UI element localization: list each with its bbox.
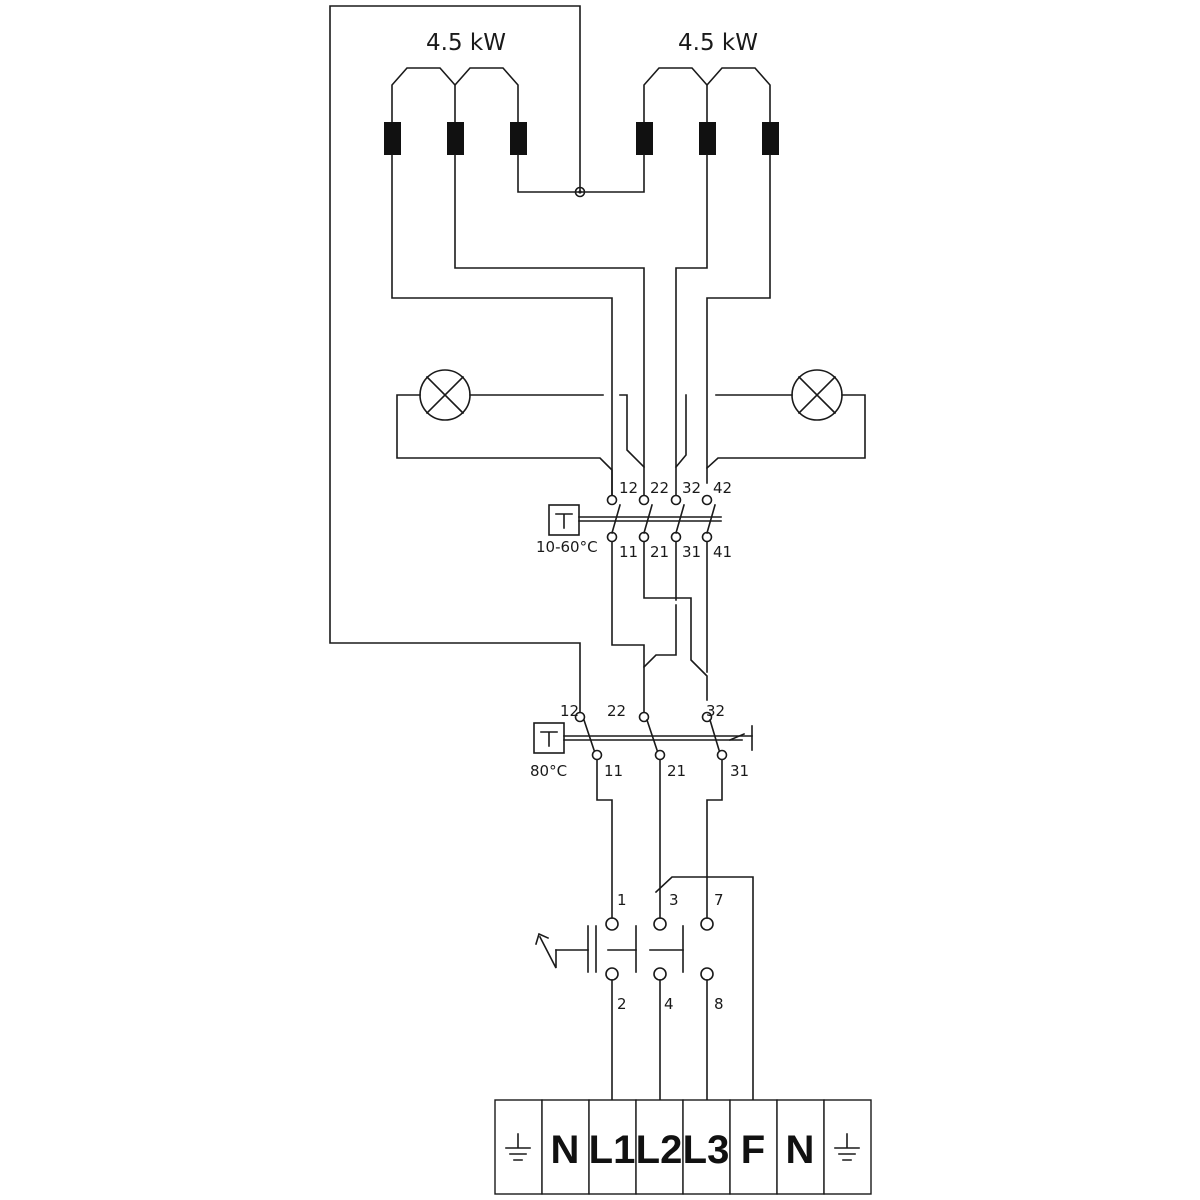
contactor-to-terminal-wiring <box>611 979 708 1101</box>
terminal-n-right <box>776 1099 825 1195</box>
contact-32: 32 <box>682 479 701 497</box>
contact-22: 22 <box>650 479 669 497</box>
heater-element-2 <box>447 122 464 155</box>
terminal-label-l3: L3 <box>683 1128 730 1172</box>
safety-contact-31: 31 <box>730 762 749 780</box>
heater-element-6 <box>762 122 779 155</box>
contact-12: 12 <box>619 479 638 497</box>
terminal-label-l1: L1 <box>589 1128 636 1172</box>
contactor-contact-4: 4 <box>664 995 674 1013</box>
safety-contact-12: 12 <box>560 702 579 720</box>
heater-element-1 <box>384 122 401 155</box>
ground-icon <box>505 1133 531 1161</box>
safety-limit-label: 80°C <box>530 762 567 780</box>
terminal-label-l2: L2 <box>636 1128 683 1172</box>
heater-leads <box>391 154 771 496</box>
right-heater-power-label: 4.5 kW <box>678 30 758 56</box>
heater-bank: 4.5 kW 4.5 kW <box>384 30 779 155</box>
terminal-block: N L1 L2 L3 F N <box>494 1099 872 1195</box>
contact-21: 21 <box>650 543 669 561</box>
terminal-label-n-right: N <box>786 1128 815 1172</box>
safety-contact-22: 22 <box>607 702 626 720</box>
manual-actuator-icon <box>535 932 557 969</box>
thermostat-adjust-knob-icon <box>548 504 580 536</box>
terminal-label-f: F <box>741 1128 765 1172</box>
star-junction-dot <box>578 190 582 194</box>
heater-element-5 <box>699 122 716 155</box>
safety-thermostat: 12 22 32 11 21 31 80°C <box>530 702 753 780</box>
terminal-l1 <box>588 1099 637 1195</box>
adjustable-thermostat: 12 22 32 42 11 21 31 41 10-60°C <box>536 479 732 561</box>
terminal-l3 <box>682 1099 731 1195</box>
right-lamp-icon <box>791 369 843 421</box>
inter-thermostat-wiring <box>611 541 708 713</box>
contactor-contact-3: 3 <box>669 891 679 909</box>
thermostat-range-label: 10-60°C <box>536 538 598 556</box>
star-junction <box>574 186 586 198</box>
star-point-wiring <box>329 5 645 713</box>
left-heater-power-label: 4.5 kW <box>426 30 506 56</box>
terminal-label-n-left: N <box>551 1128 580 1172</box>
contact-31: 31 <box>682 543 701 561</box>
heater-element-4 <box>636 122 653 155</box>
thermostat-safety-reset-icon <box>533 722 565 754</box>
contact-11: 11 <box>619 543 638 561</box>
safety-contact-11: 11 <box>604 762 623 780</box>
left-lamp-icon <box>419 369 471 421</box>
contactor-contact-7: 7 <box>714 891 724 909</box>
contactor-contact-8: 8 <box>714 995 724 1013</box>
safety-contact-32: 32 <box>706 702 725 720</box>
contactor: 1 3 7 2 4 8 <box>535 891 724 1013</box>
contact-42: 42 <box>713 479 732 497</box>
safety-contact-21: 21 <box>667 762 686 780</box>
contactor-contact-1: 1 <box>617 891 627 909</box>
safety-to-contactor-wiring <box>596 759 723 919</box>
indicator-lamps <box>396 369 866 496</box>
ground-icon <box>834 1133 860 1161</box>
heater-element-3 <box>510 122 527 155</box>
contact-41: 41 <box>713 543 732 561</box>
contactor-contact-2: 2 <box>617 995 627 1013</box>
f-wire <box>654 876 754 1101</box>
